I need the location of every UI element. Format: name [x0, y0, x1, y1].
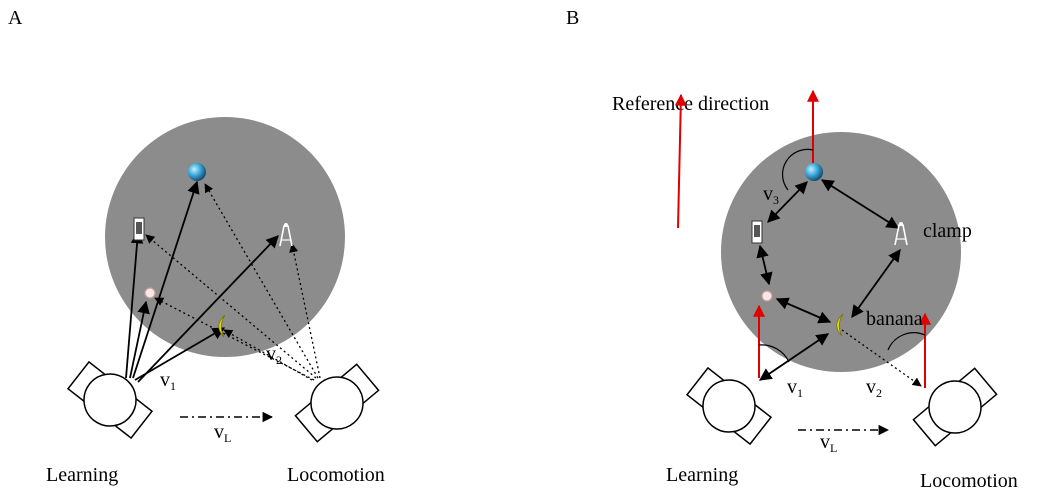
panel-a: A v1 v2 vL Learn [8, 7, 386, 486]
learning-label-b: Learning [666, 464, 738, 486]
ball-object-icon [188, 163, 206, 181]
vl-label-b: vL [820, 431, 837, 455]
arena-a [105, 117, 345, 357]
locomotion-view-arrow-b [841, 329, 922, 387]
ring-object-icon [761, 290, 773, 302]
vl-label-a: vL [214, 421, 231, 445]
locomotion-view-arrows-a [145, 183, 321, 381]
observer-learning-icon [680, 360, 778, 452]
panel-a-label: A [8, 7, 23, 29]
ball-object-icon [805, 163, 823, 181]
locomotion-label-b: Locomotion [920, 470, 1018, 492]
v3-label-b: v3 [763, 183, 779, 207]
object-relation-arrows-b [756, 179, 901, 381]
observer-locomotion-icon [906, 360, 1004, 454]
ring-object-icon [144, 287, 156, 299]
clamp-label: clamp [923, 220, 972, 242]
banana-label: banana [866, 308, 923, 330]
panel-b-label: B [566, 7, 579, 29]
reference-direction-arrow [674, 93, 687, 229]
v2-label-b: v2 [866, 376, 882, 400]
phone-object-icon [751, 220, 763, 244]
v2-label-a: v2 [266, 343, 282, 367]
observer-locomotion-icon [288, 356, 386, 450]
panel-b: B Reference direction [566, 7, 1018, 492]
phone-object-icon [133, 217, 145, 241]
v1-label-b: v1 [787, 376, 803, 400]
learning-view-arrows-a [125, 180, 279, 383]
observer-learning-icon [61, 354, 159, 446]
locomotion-label-a: Locomotion [287, 464, 385, 486]
v1-label-a: v1 [160, 369, 176, 393]
learning-label-a: Learning [46, 464, 118, 486]
reference-direction-label: Reference direction [612, 93, 769, 115]
